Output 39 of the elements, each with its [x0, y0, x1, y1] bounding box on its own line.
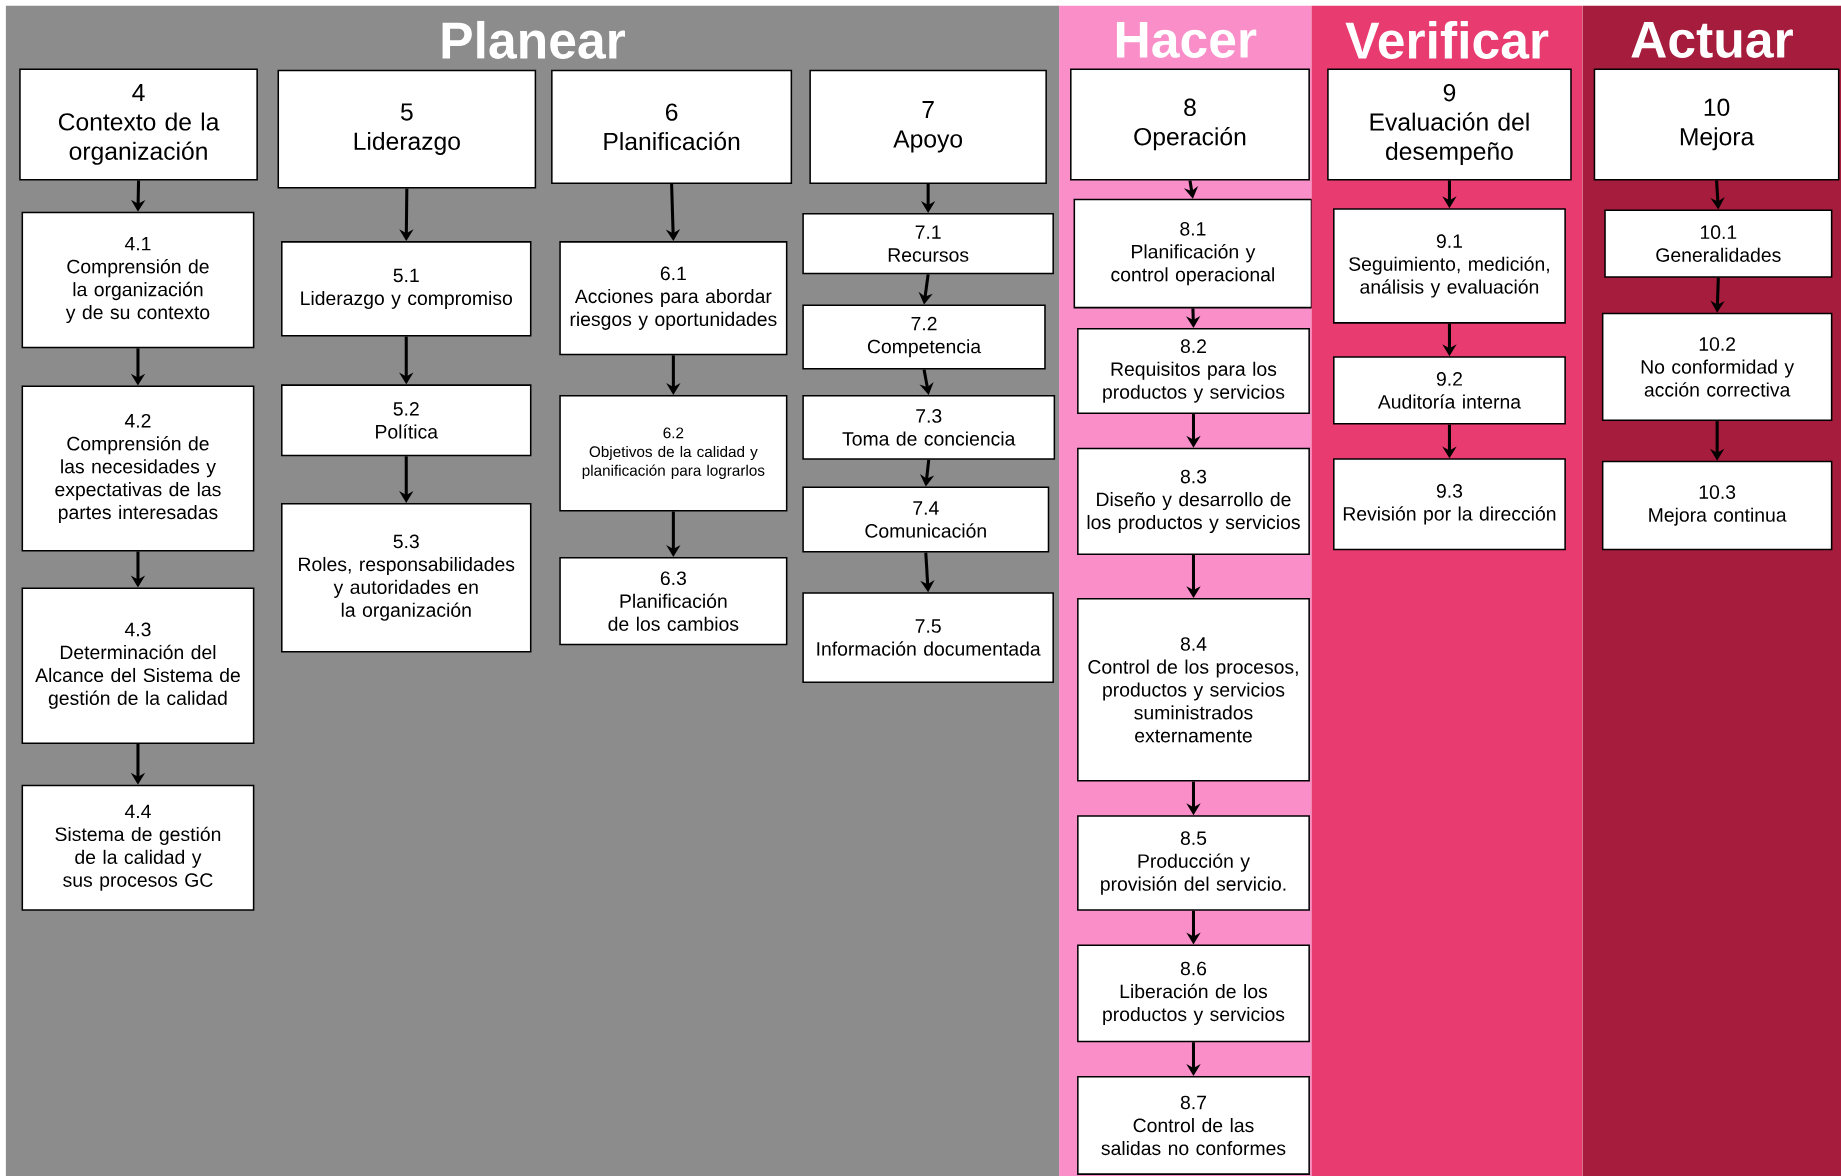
- section-box: 6.3 Planificación de los cambios: [559, 556, 788, 646]
- section-box: 8.1 Planificación y control operacional: [1073, 198, 1313, 309]
- heading-box: 10 Mejora: [1593, 68, 1840, 181]
- phase-heading: Hacer: [1116, 21, 1257, 58]
- phase-heading: Verificar: [1345, 20, 1549, 59]
- section-box: 7.3 Toma de conciencia: [802, 394, 1056, 460]
- section-box: 4.1 Comprensión de la organización y de su contexto: [21, 211, 255, 349]
- section-box: 8.7 Control de las salidas no conformes: [1077, 1075, 1310, 1175]
- section-box: 8.4 Control de los procesos, productos y servicios suministrados externamente: [1077, 597, 1310, 782]
- section-box: 7.1 Recursos: [802, 212, 1054, 275]
- phase-heading: Planear: [442, 20, 625, 59]
- heading-box: 8 Operación: [1070, 68, 1310, 181]
- section-box: 6.2 Objetivos de la calidad y planificación para lograrlos: [559, 394, 788, 512]
- section-box: 8.6 Liberación de los productos y servicios: [1077, 944, 1310, 1042]
- section-box: 8.5 Producción y provisión del servicio.: [1077, 815, 1310, 911]
- section-box: 8.3 Diseño y desarrollo de los productos y servicios: [1077, 447, 1310, 555]
- section-box: 10.2 No conformidad y acción correctiva: [1601, 312, 1833, 421]
- section-box: 5.3 Roles, responsabilidades y autoridades en la organización: [281, 502, 532, 653]
- section-box: 5.2 Política: [281, 384, 532, 457]
- section-box: 4.4 Sistema de gestión de la calidad y sus procesos GC: [21, 784, 255, 911]
- section-box: 7.4 Comunicación: [802, 486, 1050, 553]
- section-box: 9.1 Seguimiento, medición, análisis y evaluación: [1333, 208, 1566, 324]
- section-box: 5.1 Liderazgo y compromiso: [281, 240, 532, 337]
- section-box: 4.2 Comprensión de las necesidades y expectativas de las partes interesadas: [21, 385, 255, 552]
- section-box: 10.1 Generalidades: [1604, 209, 1833, 278]
- section-box: 4.3 Determinación del Alcance del Sistema de gestión de la calidad: [21, 587, 255, 744]
- section-box: 7.2 Competencia: [802, 304, 1046, 370]
- heading-box: 5 Liderazgo: [277, 69, 537, 189]
- section-box: 9.3 Revisión por la dirección: [1333, 458, 1566, 551]
- phase-heading: Actuar: [1631, 21, 1793, 58]
- section-box: 9.2 Auditoría interna: [1333, 355, 1566, 425]
- heading-box: 7 Apoyo: [809, 69, 1047, 184]
- heading-box: 9 Evaluación del desempeño: [1327, 68, 1572, 181]
- section-box: 10.3 Mejora continua: [1601, 460, 1833, 551]
- section-box: 8.2 Requisitos para los productos y servicios: [1077, 327, 1310, 414]
- section-box: 7.5 Información documentada: [802, 591, 1054, 683]
- heading-box: 4 Contexto de la organización: [19, 68, 258, 181]
- heading-box: 6 Planificación: [551, 69, 793, 184]
- section-box: 6.1 Acciones para abordar riesgos y oportunidades: [559, 240, 788, 356]
